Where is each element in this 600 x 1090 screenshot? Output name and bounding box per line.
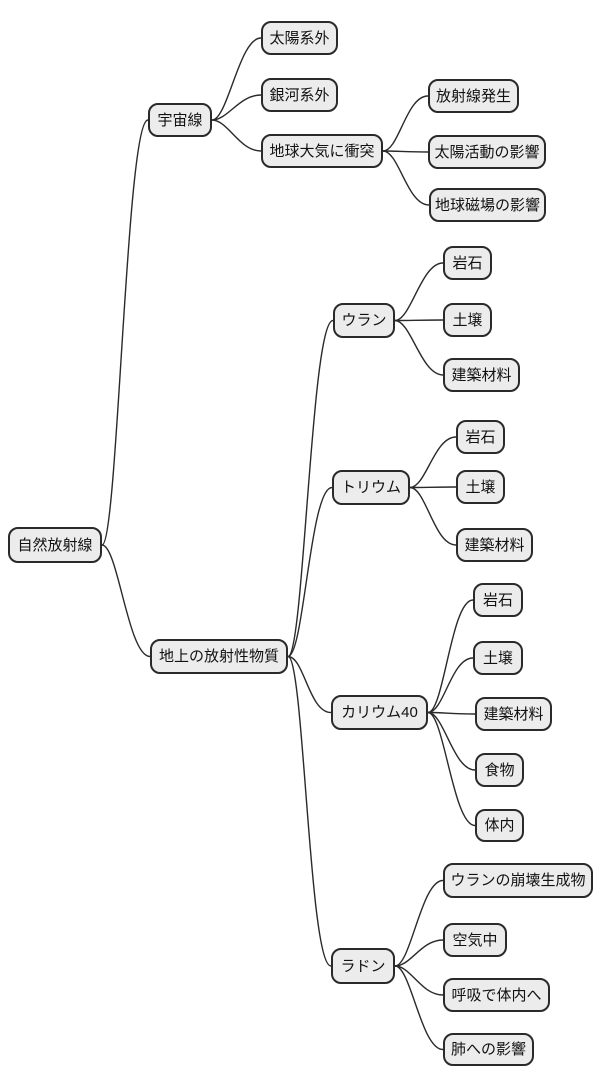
node-extrasolar[interactable]: 太陽系外 [261,21,338,55]
node-label-radon-decay-product: ウランの崩壊生成物 [450,872,586,889]
node-label-radon-breathing: 呼吸で体内へ [451,986,542,1004]
node-label-radon: ラドン [340,957,386,975]
node-label-potassium40-rock: 岩石 [482,591,513,609]
edge-radon-to-radon-air [394,939,444,967]
node-label-radiation-generation: 放射線発生 [435,87,511,105]
edge-atmosphere-collision-to-geomagnetic-effect [382,150,430,206]
node-label-radon-air: 空気中 [452,931,498,949]
node-label-thorium-rock: 岩石 [465,428,496,446]
node-uranium-soil[interactable]: 土壌 [443,303,492,337]
node-cosmic-rays[interactable]: 宇宙線 [148,103,212,137]
node-uranium-rock[interactable]: 岩石 [443,246,492,280]
node-label-uranium-rock: 岩石 [452,254,483,272]
node-geomagnetic-effect[interactable]: 地球磁場の影響 [429,188,546,222]
node-potassium40-building[interactable]: 建築材料 [475,697,552,731]
edge-potassium40-to-potassium40-building [427,711,476,715]
node-label-potassium40-body: 体内 [484,817,515,834]
edge-radon-to-radon-decay-product [394,879,444,967]
edge-thorium-to-thorium-soil [409,486,457,489]
node-label-potassium40-food: 食物 [484,761,515,779]
node-potassium40[interactable]: カリウム40 [331,695,428,730]
node-thorium-rock[interactable]: 岩石 [456,420,505,454]
edge-atmosphere-collision-to-solar-activity-effect [382,150,429,153]
node-atmosphere-collision[interactable]: 地球大気に衝突 [261,134,383,168]
node-label-uranium-building: 建築材料 [451,366,512,384]
node-label-potassium40: カリウム40 [341,704,418,721]
edge-thorium-to-thorium-rock [409,436,457,489]
node-potassium40-soil[interactable]: 土壌 [473,641,523,675]
node-radon-breathing[interactable]: 呼吸で体内へ [443,978,550,1012]
node-label-uranium: ウラン [341,312,387,329]
edge-terrestrial-to-radon [287,655,332,967]
node-radon-air[interactable]: 空気中 [443,923,507,957]
edge-cosmic-rays-to-atmosphere-collision [211,119,262,152]
edge-terrestrial-to-uranium [287,319,334,658]
node-uranium-building[interactable]: 建築材料 [443,358,520,392]
node-radon[interactable]: ラドン [331,948,395,984]
node-label-atmosphere-collision: 地球大気に衝突 [269,142,375,160]
node-terrestrial[interactable]: 地上の放射性物質 [150,639,288,674]
node-thorium[interactable]: トリウム [332,470,410,505]
edge-terrestrial-to-thorium [287,486,333,658]
node-label-extragalactic: 銀河系外 [269,86,330,104]
edge-uranium-to-uranium-building [394,319,444,376]
node-label-geomagnetic-effect: 地球磁場の影響 [434,196,540,214]
node-label-thorium-soil: 土壌 [465,478,496,496]
node-extragalactic[interactable]: 銀河系外 [261,78,338,112]
node-thorium-soil[interactable]: 土壌 [456,470,505,504]
node-label-thorium-building: 建築材料 [464,536,525,554]
node-label-terrestrial: 地上の放射性物質 [158,648,279,665]
edge-terrestrial-to-potassium40 [287,655,332,714]
node-label-extrasolar: 太陽系外 [269,29,330,47]
node-potassium40-body[interactable]: 体内 [475,809,524,842]
node-radon-decay-product[interactable]: ウランの崩壊生成物 [443,863,593,898]
edge-potassium40-to-potassium40-food [427,711,476,771]
node-label-cosmic-rays: 宇宙線 [157,111,203,129]
edge-potassium40-to-potassium40-body [427,711,476,827]
edge-cosmic-rays-to-extrasolar [211,37,262,121]
edge-uranium-to-uranium-soil [394,319,444,322]
node-potassium40-food[interactable]: 食物 [475,753,524,787]
node-label-radon-lung-effect: 肺への影響 [450,1041,526,1058]
edge-root-to-cosmic-rays [101,119,149,546]
node-label-root: 自然放射線 [17,536,93,554]
node-uranium[interactable]: ウラン [333,303,395,338]
node-solar-activity-effect[interactable]: 太陽活動の影響 [428,135,546,169]
node-potassium40-rock[interactable]: 岩石 [473,583,523,617]
edge-potassium40-to-potassium40-soil [427,657,474,714]
node-label-uranium-soil: 土壌 [452,311,483,329]
node-label-solar-activity-effect: 太陽活動の影響 [434,143,540,161]
node-label-potassium40-soil: 土壌 [482,649,513,667]
node-thorium-building[interactable]: 建築材料 [456,528,533,562]
edge-radon-to-radon-lung-effect [394,965,444,1051]
edge-root-to-terrestrial [101,544,151,658]
edge-uranium-to-uranium-rock [394,262,444,322]
node-label-thorium: トリウム [340,479,401,496]
node-root[interactable]: 自然放射線 [8,527,102,563]
node-label-potassium40-building: 建築材料 [483,705,544,723]
edge-potassium40-to-potassium40-rock [427,599,474,714]
node-radon-lung-effect[interactable]: 肺への影響 [443,1033,534,1066]
node-radiation-generation[interactable]: 放射線発生 [428,79,519,113]
edge-radon-to-radon-breathing [394,965,444,996]
edge-cosmic-rays-to-extragalactic [211,94,262,121]
edge-atmosphere-collision-to-radiation-generation [382,95,429,152]
edge-thorium-to-thorium-building [409,486,457,546]
